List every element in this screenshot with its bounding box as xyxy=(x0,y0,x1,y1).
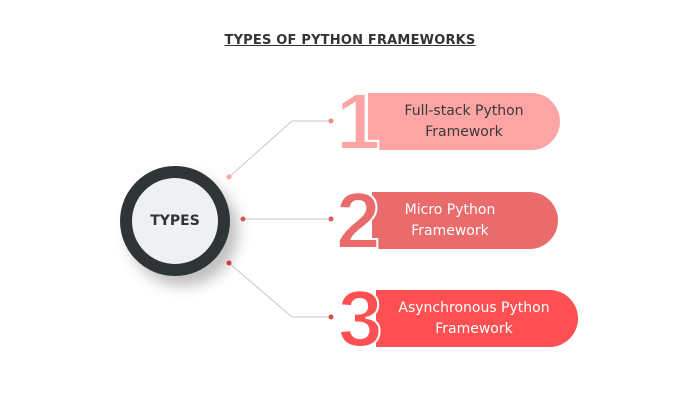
connector-1 xyxy=(228,120,331,178)
item-3-line2: Framework xyxy=(435,320,513,337)
connector-3 xyxy=(228,262,331,318)
dot-start-1 xyxy=(226,174,232,180)
item-2-number: 2 xyxy=(335,176,381,265)
item-1-line2: Framework xyxy=(425,123,503,140)
item-2-line1: Micro Python xyxy=(404,201,496,218)
dot-end-1 xyxy=(328,118,334,124)
item-3-number: 3 xyxy=(337,274,383,363)
types-hub: TYPES xyxy=(120,166,230,276)
dot-end-3 xyxy=(328,314,334,320)
types-label: TYPES xyxy=(132,178,218,264)
item-3-line1: Asynchronous Python xyxy=(398,299,550,316)
dot-start-3 xyxy=(226,260,232,266)
dot-start-2 xyxy=(240,216,246,222)
item-1-number: 1 xyxy=(335,77,381,166)
dot-end-2 xyxy=(328,216,334,222)
page-title: TYPES OF PYTHON FRAMEWORKS xyxy=(224,33,476,48)
item-2-line2: Framework xyxy=(411,222,489,239)
item-1-line1: Full-stack Python xyxy=(404,102,524,119)
